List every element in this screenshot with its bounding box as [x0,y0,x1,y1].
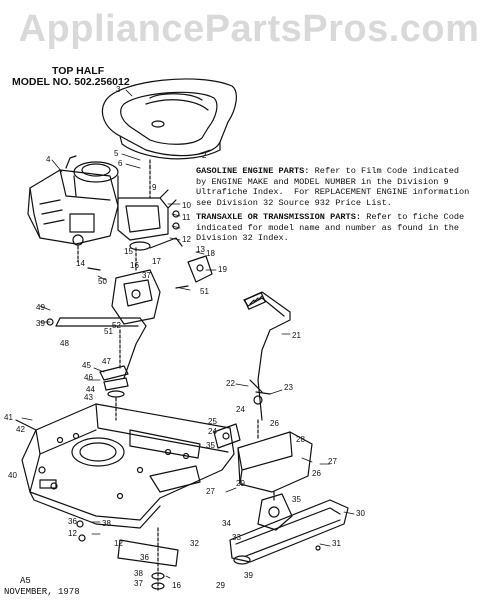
callout-number: 25 [208,417,217,426]
callout-number: 32 [190,539,199,548]
engine-note-line-2: by ENGINE MAKE and MODEL NUMBER in the D… [196,176,449,187]
callout-number: 37 [142,271,151,280]
bracket-drawing [117,165,183,251]
callout-number: 15 [124,247,133,256]
callout-number: 23 [284,383,293,392]
callout-number: 29 [216,581,225,590]
callout-number: 26 [312,469,321,478]
callout-number: 18 [206,249,215,258]
callout-number: 28 [296,435,305,444]
callout-number: 10 [182,201,191,210]
callout-number: 14 [76,259,85,268]
engine-note-line-4: see Division 32 Source 932 Price List. [196,197,392,208]
steering-drawing [243,291,291,421]
callout-number: 26 [270,419,279,428]
callout-number: 16 [130,261,139,270]
engine-note-line-1: Refer to Film Code indicated [309,166,460,176]
seat-drawing [101,78,237,171]
frame-drawing [15,403,235,529]
clutch-assembly-drawing [87,247,213,325]
callout-number: 12 [68,529,77,538]
callout-number: 35 [292,495,301,504]
callout-number: 42 [16,425,25,434]
callout-number: 41 [4,413,13,422]
callout-number: 50 [98,277,107,286]
callout-number: 35 [206,441,215,450]
callout-number: 2 [202,151,207,160]
callout-number: 3 [116,85,121,94]
callout-number: 11 [182,213,191,222]
callout-number: 9 [152,183,157,192]
callout-number: 48 [60,339,69,348]
callout-number: 51 [200,287,209,296]
callout-number: 22 [226,379,235,388]
callout-number: 52 [112,321,121,330]
callout-number: 43 [84,393,93,402]
callout-number: 30 [356,509,365,518]
callout-number: 36 [68,517,77,526]
callout-number: 49 [36,303,45,312]
callout-number: 44 [86,385,95,394]
callout-number: 17 [152,257,161,266]
callout-number: 40 [8,471,17,480]
callout-number: 34 [222,519,231,528]
callout-number: 5 [114,149,119,158]
watermark: AppliancePartsPros.com [18,8,480,50]
callout-number: 33 [232,533,241,542]
callout-number: 6 [118,159,123,168]
callout-number: 12 [182,235,191,244]
callout-number: 46 [84,373,93,382]
engine-drawing [27,155,119,263]
page-number: A5 [20,576,31,586]
callout-number: 24 [236,405,245,414]
engine-parts-note: GASOLINE ENGINE PARTS: Refer to Film Cod… [196,166,469,208]
callout-number: 21 [292,331,301,340]
callout-number: 29 [236,479,245,488]
callout-number: 4 [46,155,51,164]
callout-number: 16 [172,581,181,590]
section-title: TOP HALF [52,65,105,77]
transaxle-note-line-2: indicated for model name and number as f… [196,222,460,233]
callout-number: 13 [196,245,205,254]
transaxle-note-line-1: Refer to fiche Code [361,212,465,222]
callout-number: 38 [102,519,111,528]
callout-number: 37 [134,579,143,588]
callout-number: 19 [218,265,227,274]
callout-number: 51 [104,327,113,336]
sector-gear-drawing [213,419,313,531]
front-axle-drawing [229,499,349,565]
revision-date: NOVEMBER, 1978 [4,587,80,597]
callout-number: 39 [244,571,253,580]
callout-number: 24 [208,427,217,436]
callout-number: 47 [102,357,111,366]
model-number: MODEL NO. 502.256012 [12,76,130,88]
callout-number: 36 [140,553,149,562]
small-parts-drawing [99,365,129,421]
hardware-column-drawing [76,520,179,591]
leader-lines [21,89,355,579]
transaxle-note-title: TRANSAXLE OR TRANSMISSION PARTS: [196,212,362,222]
callout-number: 31 [332,539,341,548]
engine-note-title: GASOLINE ENGINE PARTS: [196,166,310,176]
transaxle-note-line-3: Division 32 Index. [196,233,289,243]
lever-rod-drawing [46,317,147,379]
callout-number: 12 [114,539,123,548]
engine-note-line-3: Ultrafiche Index. For REPLACEMENT ENGINE… [196,187,470,197]
callout-number: 39 [36,319,45,328]
callout-number: 45 [82,361,91,370]
callout-number: 27 [206,487,215,496]
callout-number: 38 [134,569,143,578]
callout-number: 27 [328,457,337,466]
transaxle-parts-note: TRANSAXLE OR TRANSMISSION PARTS: Refer t… [196,212,464,244]
